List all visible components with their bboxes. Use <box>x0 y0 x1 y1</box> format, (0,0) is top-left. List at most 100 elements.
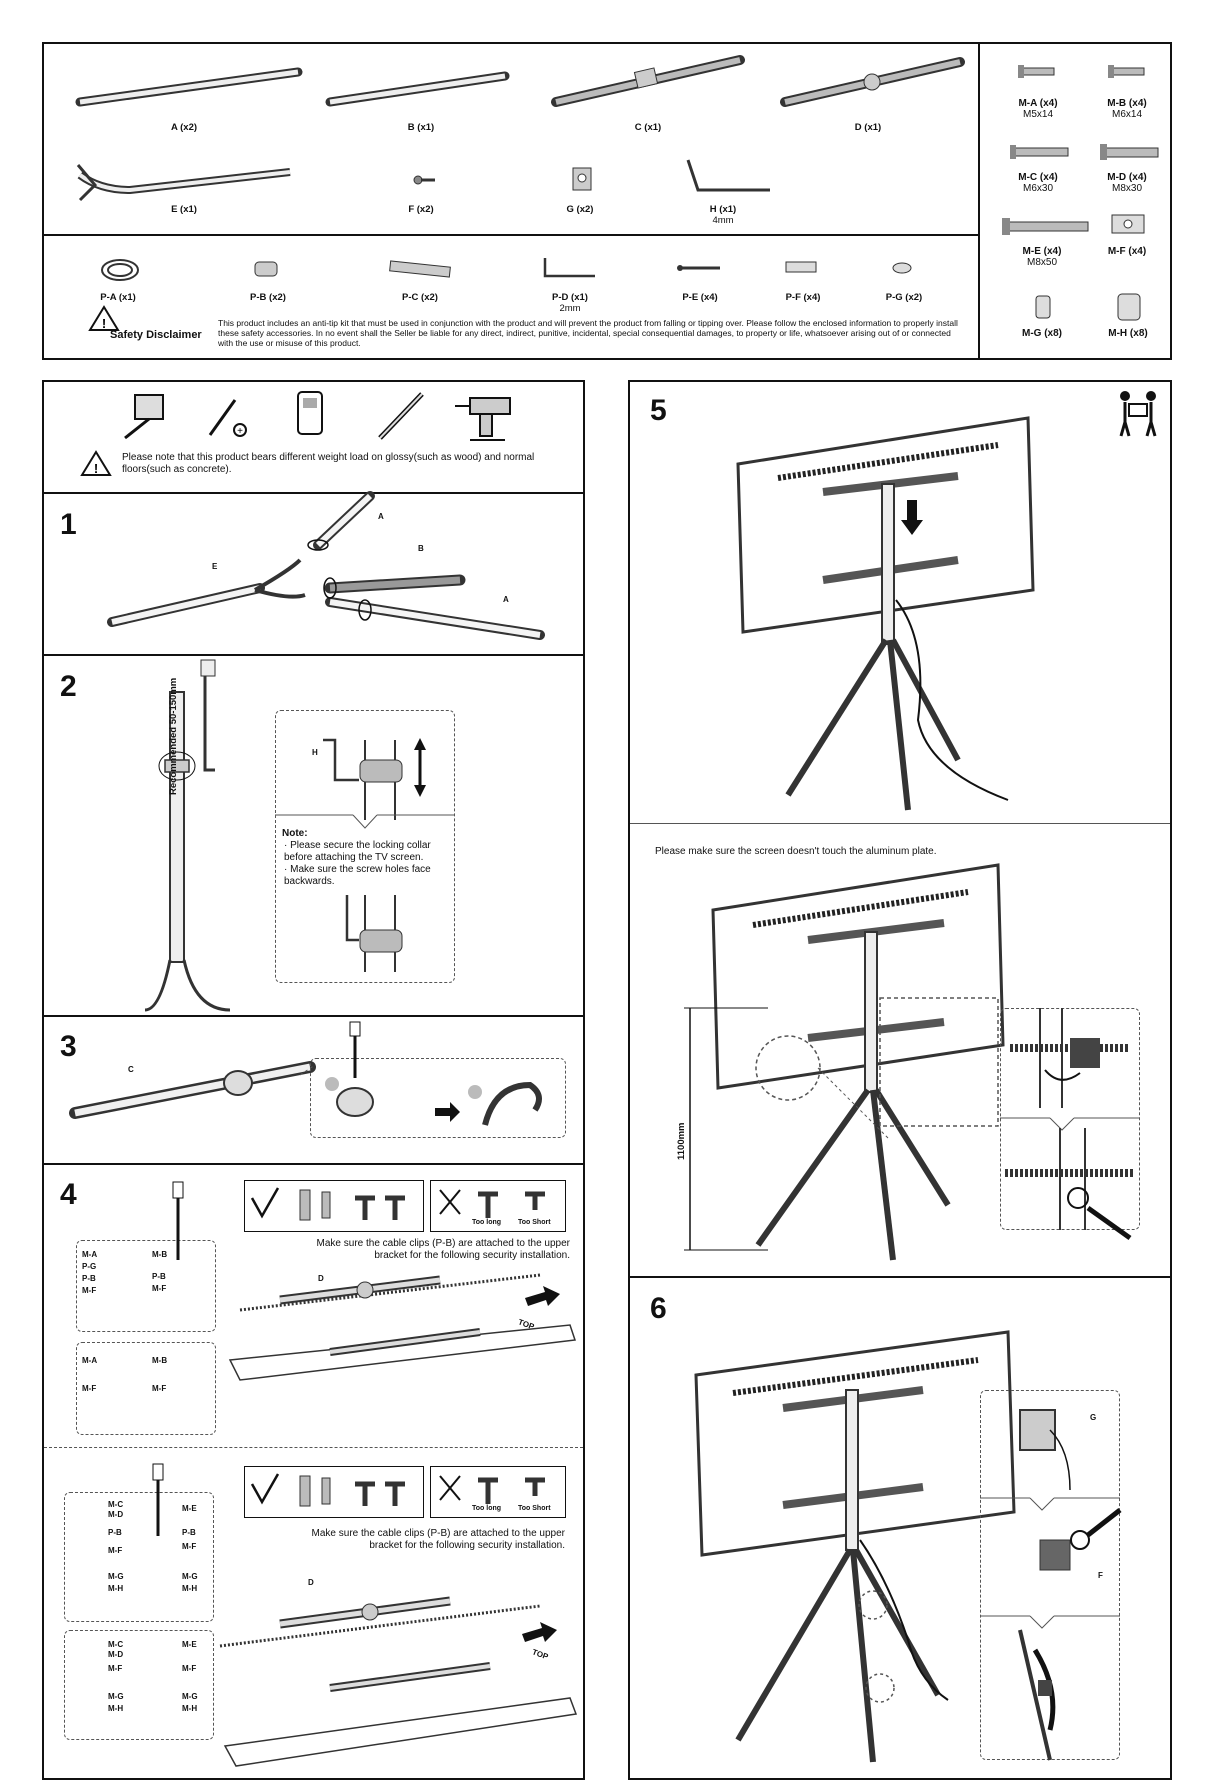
g1-r1: M-B <box>152 1250 168 1259</box>
g2-r1: M-B <box>152 1356 168 1365</box>
step-2-diagram <box>144 659 231 1012</box>
part-e-label: E (x1) <box>171 204 197 215</box>
step-6-details <box>980 1409 1122 1761</box>
step-1-diagram <box>107 491 545 640</box>
warning-icon: ! <box>88 305 120 331</box>
step-3-c-label: C <box>128 1065 134 1074</box>
g4-r2: M-F <box>182 1664 197 1673</box>
part-pc-label: P-C (x2) <box>402 292 438 303</box>
hardware-mb-icon <box>1108 65 1145 78</box>
hardware-divider <box>978 42 980 360</box>
g2-l2: M-F <box>82 1384 97 1393</box>
step-1-label-e: E <box>212 562 218 571</box>
g4-l5: M-H <box>108 1704 124 1713</box>
tools-row: + ! <box>80 391 511 476</box>
g3-l1: M-C <box>108 1500 124 1509</box>
part-b-icon <box>325 71 510 107</box>
tape-measure-icon <box>124 394 164 440</box>
g4-l4: M-G <box>108 1692 124 1701</box>
tools-note: Please note that this product bears diff… <box>122 452 535 475</box>
step-2-note-1: · Please secure the locking collar befor… <box>284 840 431 863</box>
hardware-mf-icon <box>1111 214 1145 234</box>
step-3-number: 3 <box>60 1030 77 1063</box>
step-2-recommended-label: Recommended 50-150mm <box>168 677 179 795</box>
pencil-icon <box>378 392 424 440</box>
part-a-icon <box>75 67 303 107</box>
check-mark-icon <box>250 1187 280 1219</box>
hardware-me-label: M-E (x4)M8x50 <box>1022 246 1062 268</box>
hardware-me-icon <box>1002 218 1089 235</box>
g3-l3: P-B <box>108 1528 122 1537</box>
safety-title: Safety Disclaimer <box>110 329 202 341</box>
g2-r2: M-F <box>152 1384 167 1393</box>
g1-l1: M-A <box>82 1250 98 1259</box>
part-pb-icon <box>254 261 278 277</box>
g4-l3: M-F <box>108 1664 123 1673</box>
g4-r3: M-G <box>182 1692 198 1701</box>
part-h-size: 4mm <box>712 215 734 226</box>
parts-divider <box>42 234 980 236</box>
step-4-check-diagrams <box>250 1187 545 1221</box>
step-4-incorrect-box <box>430 1180 566 1232</box>
g3-r5: M-H <box>182 1584 198 1593</box>
step-4-group-2 <box>76 1342 216 1435</box>
safety-text: This product includes an anti-tip kit th… <box>218 318 958 348</box>
part-h-label: H (x1)4mm <box>709 204 737 226</box>
g1-l2: P-G <box>82 1262 97 1271</box>
g3-r3: M-F <box>182 1542 197 1551</box>
hardware-ma-label: M-A (x4)M5x14 <box>1018 98 1058 120</box>
g4-l1: M-C <box>108 1640 124 1649</box>
step1-divider <box>42 654 585 656</box>
hardware-mh-icon <box>1117 293 1141 321</box>
part-pf-icon <box>785 261 817 273</box>
left-steps-panel <box>42 380 585 1780</box>
screwdriver-icon: + <box>208 399 247 437</box>
step-4-too-short-1: Too Short <box>518 1219 551 1226</box>
hardware-mb-label: M-B (x4)M6x14 <box>1107 98 1147 120</box>
cross-mark-icon-2 <box>439 1475 461 1501</box>
part-c-icon <box>551 55 745 107</box>
g1-r3: M-F <box>152 1284 167 1293</box>
part-pe-label: P-E (x4) <box>682 292 718 303</box>
g1-l3: P-B <box>82 1274 96 1283</box>
part-pb-label: P-B (x2) <box>250 292 286 303</box>
step-4-clip-note-2: Make sure the cable clips (P-B) are atta… <box>311 1528 565 1551</box>
g2-l1: M-A <box>82 1356 98 1365</box>
g4-r4: M-H <box>182 1704 198 1713</box>
part-pd-label: P-D (x1)2mm <box>552 292 588 314</box>
hardware-mc-icon <box>1010 145 1069 159</box>
part-pc-icon <box>389 260 451 278</box>
g1-l4: M-F <box>82 1286 97 1295</box>
two-person-icon <box>1119 391 1157 437</box>
hardware-mh-label: M-H (x8) <box>1108 328 1148 339</box>
step-4-group-4 <box>64 1630 214 1740</box>
step-4-incorrect-box-2 <box>430 1466 566 1518</box>
hardware-md-label: M-D (x4)M8x30 <box>1107 172 1147 194</box>
g3-r4: M-G <box>182 1572 198 1581</box>
step3-divider <box>42 1163 585 1165</box>
part-f-label: F (x2) <box>408 204 434 215</box>
step-4-correct-box <box>244 1180 424 1232</box>
step-1-label-a1: A <box>378 512 384 521</box>
part-g-label: G (x2) <box>566 204 594 215</box>
part-b-label: B (x1) <box>407 122 435 133</box>
step-6-f-label: F <box>1098 1571 1103 1580</box>
step-3-diagram <box>69 1061 316 1119</box>
step-2-number: 2 <box>60 670 77 703</box>
part-d-icon <box>780 57 965 107</box>
step-6-panel <box>628 1276 1172 1780</box>
part-pg-icon <box>892 262 912 274</box>
hardware-mf-label: M-F (x4) <box>1107 246 1147 257</box>
step-1-label-a2: A <box>503 595 509 604</box>
hardware-mg-label: M-G (x8) <box>1022 328 1062 339</box>
parts-drawings: ! <box>75 55 1159 331</box>
tools-warning-icon: ! <box>80 450 112 476</box>
step-4-correct-box-2 <box>244 1466 424 1518</box>
step-4-check-diagrams-2 <box>250 1473 545 1507</box>
part-pd-size: 2mm <box>559 303 581 314</box>
step-2-note-title: Note: <box>282 828 308 839</box>
part-pe-icon <box>677 265 720 271</box>
part-h-icon <box>686 159 770 192</box>
part-e-icon <box>76 164 291 202</box>
part-g-icon <box>572 167 592 191</box>
